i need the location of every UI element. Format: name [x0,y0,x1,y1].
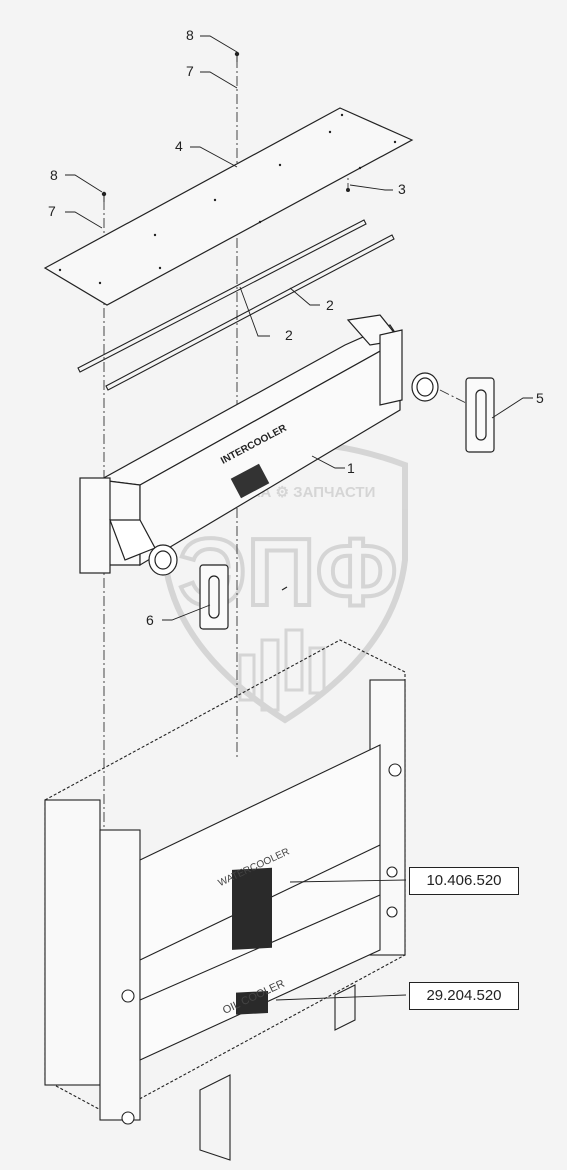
screw-top [234,51,240,62]
callout-2-left: 2 [285,327,293,343]
callout-8-left: 8 [50,167,58,183]
seal-strips [77,219,395,391]
callouts: 8 7 4 3 8 7 2 2 5 1 6 [48,27,544,628]
callout-4: 4 [175,138,183,154]
watercooler-reference-link[interactable]: 10.406.520 [409,867,519,895]
callout-2-right: 2 [326,297,334,313]
screw-3 [346,188,350,192]
clamp-6 [199,564,229,630]
radiator-frame: WATERCOOLER OIL COOLER [44,639,406,1161]
callout-7-top: 7 [186,63,194,79]
callout-6: 6 [146,612,154,628]
screw-left [101,191,107,202]
clamp-5 [465,377,495,453]
callout-3: 3 [398,181,406,197]
callout-7-left: 7 [48,203,56,219]
callout-5: 5 [536,390,544,406]
oilcooler-reference-link[interactable]: 29.204.520 [409,982,519,1010]
callout-1: 1 [347,460,355,476]
cover-plate [43,107,414,306]
leader-lines [65,35,533,1001]
callout-8-top: 8 [186,27,194,43]
intercooler: INTERCOOLER [79,314,439,591]
watermark-buildings-icon [238,628,326,712]
